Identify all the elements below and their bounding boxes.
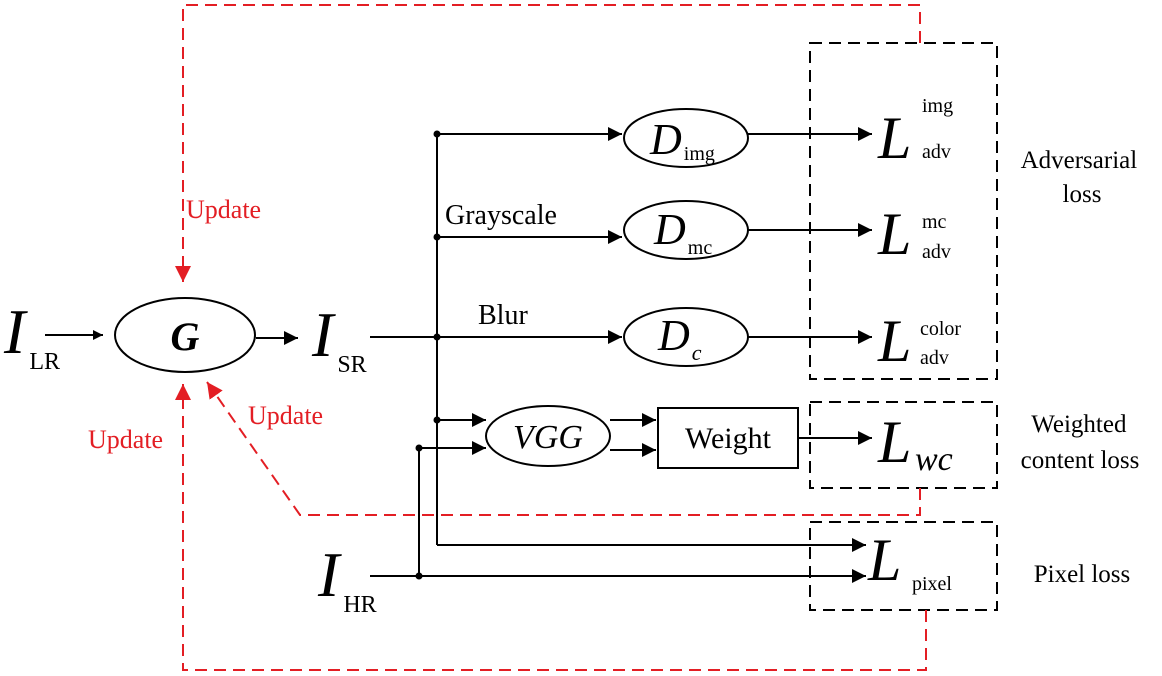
loss-color: L color adv bbox=[877, 308, 961, 374]
junction-dot bbox=[433, 333, 441, 341]
junction-dot bbox=[415, 444, 423, 452]
vgg-node bbox=[485, 405, 611, 467]
junction-dot bbox=[433, 130, 441, 138]
update-path-bottom bbox=[175, 384, 927, 671]
loss-img: L img adv bbox=[877, 95, 953, 171]
pixel-loss-label: Pixel loss bbox=[1034, 561, 1131, 588]
svg-text:L: L bbox=[877, 409, 911, 475]
svg-text:wc: wc bbox=[915, 441, 953, 478]
junction-dots bbox=[415, 130, 441, 580]
d-img-node bbox=[623, 108, 749, 168]
blur-label: Blur bbox=[478, 300, 528, 331]
update-path-diagonal bbox=[206, 381, 921, 516]
pixel-loss-box bbox=[809, 521, 998, 611]
update-label-diagonal: Update bbox=[248, 401, 323, 430]
update-paths bbox=[175, 4, 927, 671]
svg-text:img: img bbox=[922, 95, 953, 117]
svg-text:mc: mc bbox=[922, 211, 947, 233]
adversarial-loss-box bbox=[809, 42, 998, 380]
junction-dot bbox=[433, 416, 441, 424]
weight-label: Weight bbox=[685, 422, 772, 455]
junction-dot bbox=[433, 233, 441, 241]
loss-mc: L mc adv bbox=[877, 201, 951, 267]
update-path-top bbox=[175, 4, 921, 282]
loss-pixel: L pixel bbox=[867, 527, 952, 595]
svg-text:pixel: pixel bbox=[912, 573, 952, 595]
weighted-content-loss-label: Weighted content loss bbox=[1021, 411, 1140, 474]
adversarial-loss-label: Adversarial loss bbox=[1021, 147, 1144, 208]
svg-text:adv: adv bbox=[922, 241, 951, 263]
junction-dot bbox=[415, 572, 423, 580]
generator-label: G bbox=[171, 314, 200, 359]
update-label-top: Update bbox=[186, 195, 261, 224]
generator-node bbox=[114, 297, 256, 373]
svg-text:adv: adv bbox=[920, 347, 949, 369]
svg-text:adv: adv bbox=[922, 141, 951, 163]
d-mc-node bbox=[623, 200, 749, 260]
grayscale-label: Grayscale bbox=[445, 200, 557, 231]
d-c-node bbox=[623, 307, 749, 367]
d-c-label: Dc bbox=[657, 311, 702, 365]
svg-text:L: L bbox=[877, 105, 911, 171]
svg-text:L: L bbox=[877, 308, 911, 374]
weight-node bbox=[657, 407, 799, 469]
svg-text:L: L bbox=[867, 527, 901, 593]
loss-wc: L wc bbox=[877, 409, 953, 478]
weighted-content-loss-box bbox=[809, 401, 998, 489]
update-label-bottom: Update bbox=[88, 425, 163, 454]
svg-text:L: L bbox=[877, 201, 911, 267]
svg-text:color: color bbox=[920, 318, 961, 340]
vgg-label: VGG bbox=[513, 419, 583, 456]
